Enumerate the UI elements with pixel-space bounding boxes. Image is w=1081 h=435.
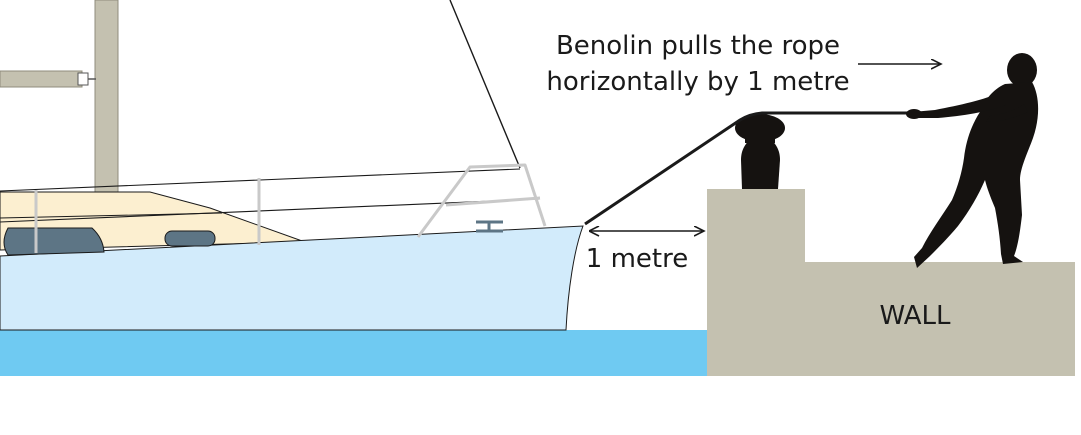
hull bbox=[0, 225, 584, 331]
man-pulling-rope-silhouette-icon bbox=[906, 53, 1039, 268]
lifeline-lower bbox=[0, 198, 541, 223]
caption-line-2: horizontally by 1 metre bbox=[546, 67, 849, 97]
boom bbox=[0, 70, 83, 88]
sail-edge bbox=[449, 0, 521, 169]
wall bbox=[707, 189, 1075, 376]
bollard-icon bbox=[735, 114, 785, 189]
cabin-window-2 bbox=[164, 230, 216, 247]
distance-label: 1 metre bbox=[586, 244, 688, 274]
water bbox=[0, 330, 707, 376]
cleat bbox=[476, 220, 503, 233]
caption-line-1: Benolin pulls the rope bbox=[556, 31, 840, 61]
sailboat bbox=[0, 0, 584, 331]
mast bbox=[94, 0, 119, 195]
boom-fitting bbox=[77, 72, 89, 86]
cabin-window-1 bbox=[3, 227, 105, 256]
rope bbox=[584, 111, 912, 226]
bow-pulpit bbox=[416, 163, 547, 238]
wall-label: WALL bbox=[879, 301, 951, 331]
